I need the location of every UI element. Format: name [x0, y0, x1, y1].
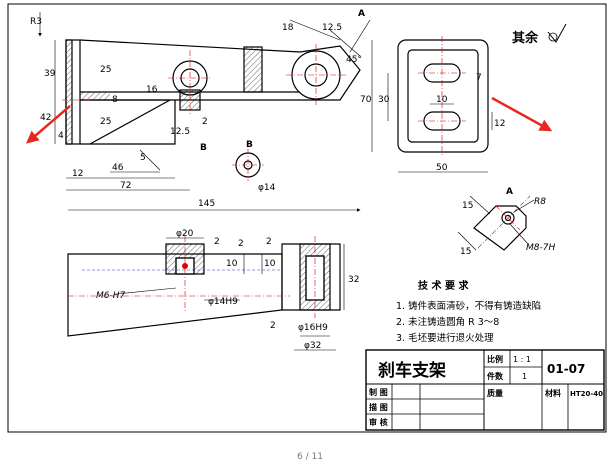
part-name: 刹车支架 — [378, 360, 446, 381]
annotation-arrows — [26, 96, 553, 144]
dim-m6: M6-H7 — [96, 291, 126, 301]
checked-label: 审 核 — [369, 417, 388, 427]
surface-note-label: 其余 — [512, 30, 539, 46]
tech-line-3: 3. 毛坯要进行退火处理 — [396, 332, 494, 344]
dim-12-5-top: 12.5 — [322, 23, 342, 33]
tech-line-1: 1. 铸件表面清砂，不得有铸造缺陷 — [396, 300, 541, 312]
red-arrow-left-icon — [26, 105, 71, 144]
dim-m8: M8-7H — [526, 243, 555, 253]
dim-phi16h9: φ16H9 — [298, 323, 328, 333]
dim-25a: 25 — [100, 65, 111, 75]
dim-2-mid: 2 — [202, 117, 208, 127]
dim-4: 4 — [58, 131, 64, 141]
dim-50: 50 — [436, 163, 448, 173]
dim-18: 18 — [282, 23, 294, 33]
weight-label: 质量 — [487, 388, 503, 398]
view-label-b-2: B — [246, 140, 253, 150]
dim-12-5: 12.5 — [170, 127, 190, 137]
dim-10: 10 — [436, 95, 448, 105]
top-view-dims — [115, 237, 345, 351]
dim-70: 70 — [360, 95, 372, 105]
dim-phi14: φ14 — [258, 183, 276, 193]
dim-39: 39 — [44, 69, 56, 79]
scale-value: 1 : 1 — [513, 355, 531, 364]
dim-32: 32 — [348, 275, 359, 285]
dim-30: 30 — [378, 95, 390, 105]
front-view-dim-text: R3 39 42 4 8 16 25 25 12.5 2 12 46 72 14… — [30, 9, 365, 209]
top-view — [67, 236, 341, 337]
front-view — [62, 39, 361, 181]
dim-12-right: 12 — [494, 119, 505, 129]
dim-72: 72 — [120, 181, 131, 191]
view-label-a-top: A — [358, 9, 365, 19]
dim-10a: 10 — [226, 259, 238, 269]
tech-requirements: 技 术 要 求 1. 铸件表面清砂，不得有铸造缺陷 2. 未注铸造圆角 R 3～… — [396, 279, 541, 344]
dim-46: 46 — [112, 163, 124, 173]
tech-line-2: 2. 未注铸造圆角 R 3～8 — [396, 316, 499, 328]
dim-2a: 2 — [214, 237, 220, 247]
front-view-dims — [38, 12, 371, 212]
detail-a — [473, 195, 531, 251]
dim-16: 16 — [146, 85, 158, 95]
roughness-symbol-icon — [547, 23, 567, 43]
dim-2-low: 2 — [270, 321, 276, 331]
drawing-number: 01-07 — [547, 362, 585, 376]
dim-r8: R8 — [534, 197, 546, 207]
dim-15a: 15 — [462, 201, 473, 211]
dim-10b: 10 — [264, 259, 276, 269]
tech-title: 技 术 要 求 — [418, 279, 469, 292]
view-label-a-detail: A — [506, 187, 513, 197]
top-view-dim-text: φ20 2 2 2 10 10 32 M6-H7 φ14H9 φ16H9 φ32… — [96, 229, 359, 351]
side-view — [397, 36, 489, 156]
title-block-text: 刹车支架 比例 1 : 1 件数 1 01-07 质量 材料 HT20-40 制… — [369, 354, 603, 427]
dim-12-bot: 12 — [72, 169, 83, 179]
dim-8: 8 — [112, 95, 118, 105]
dim-15b: 15 — [460, 247, 471, 257]
dim-phi32: φ32 — [304, 341, 321, 351]
drawing-frame — [7, 3, 607, 433]
page-number: 6 / 11 — [297, 452, 323, 462]
traced-label: 描 图 — [369, 402, 388, 412]
dim-5: 5 — [140, 153, 146, 163]
dim-42: 42 — [40, 113, 51, 123]
view-label-b-1: B — [200, 143, 207, 153]
dim-2b: 2 — [238, 239, 244, 249]
side-view-dims — [371, 40, 493, 173]
material-value: HT20-40 — [570, 390, 603, 398]
qty-value: 1 — [522, 372, 527, 381]
side-view-dim-text: 70 30 10 7 12 50 — [360, 73, 505, 173]
qty-label: 件数 — [487, 371, 504, 381]
dim-25b: 25 — [100, 117, 111, 127]
red-arrow-right-icon — [491, 96, 553, 132]
dim-2c: 2 — [266, 237, 272, 247]
material-label: 材料 — [545, 388, 561, 398]
scale-label: 比例 — [487, 354, 503, 364]
detail-a-dims — [457, 195, 535, 251]
dim-phi20: φ20 — [176, 229, 194, 239]
detail-a-dim-text: A 15 15 R8 M8-7H — [460, 187, 555, 257]
dim-7: 7 — [476, 73, 482, 83]
drawn-label: 制 图 — [369, 387, 388, 397]
title-block — [365, 349, 605, 431]
dim-phi14h9: φ14H9 — [208, 297, 238, 307]
surface-note: 其余 — [512, 23, 567, 46]
dim-45-deg: 45° — [346, 55, 362, 65]
dim-145: 145 — [198, 199, 215, 209]
dim-r3: R3 — [30, 17, 42, 27]
